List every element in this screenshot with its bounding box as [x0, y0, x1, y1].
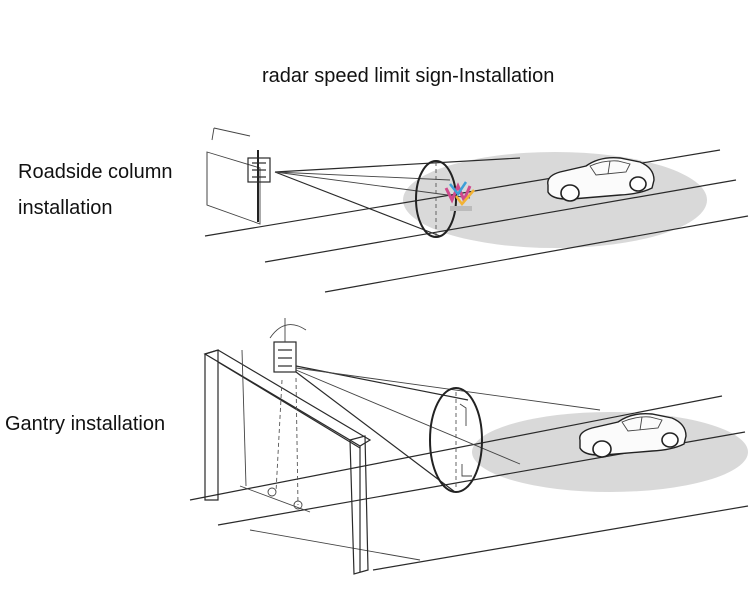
roadside-installation-label: Roadside column installation [18, 161, 173, 219]
road-far-line [324, 215, 749, 293]
roadside-coverage-area [403, 152, 707, 248]
radar-beam-upper [274, 157, 521, 173]
beam-cross-section [415, 160, 457, 238]
road-center-line [264, 179, 737, 263]
diagram-title: radar speed limit sign-Installation [262, 65, 555, 87]
gantry-road-line-3 [372, 505, 749, 571]
radar-sign-icon [247, 150, 271, 222]
gantry-radar-sign-icon [269, 318, 307, 373]
gantry-beam-lower [295, 371, 456, 493]
gantry-beam-cross-section [429, 387, 483, 493]
roadside-panel [206, 127, 261, 225]
roadside-scene [204, 127, 749, 293]
gantry-scene [189, 318, 749, 575]
radar-beam-lower [274, 171, 441, 237]
watermark-logo [444, 181, 475, 211]
car-icon [547, 156, 655, 202]
gantry-car-icon [579, 412, 687, 458]
gantry-installation-label: Gantry installation [5, 413, 166, 435]
gantry-icon [203, 349, 372, 575]
